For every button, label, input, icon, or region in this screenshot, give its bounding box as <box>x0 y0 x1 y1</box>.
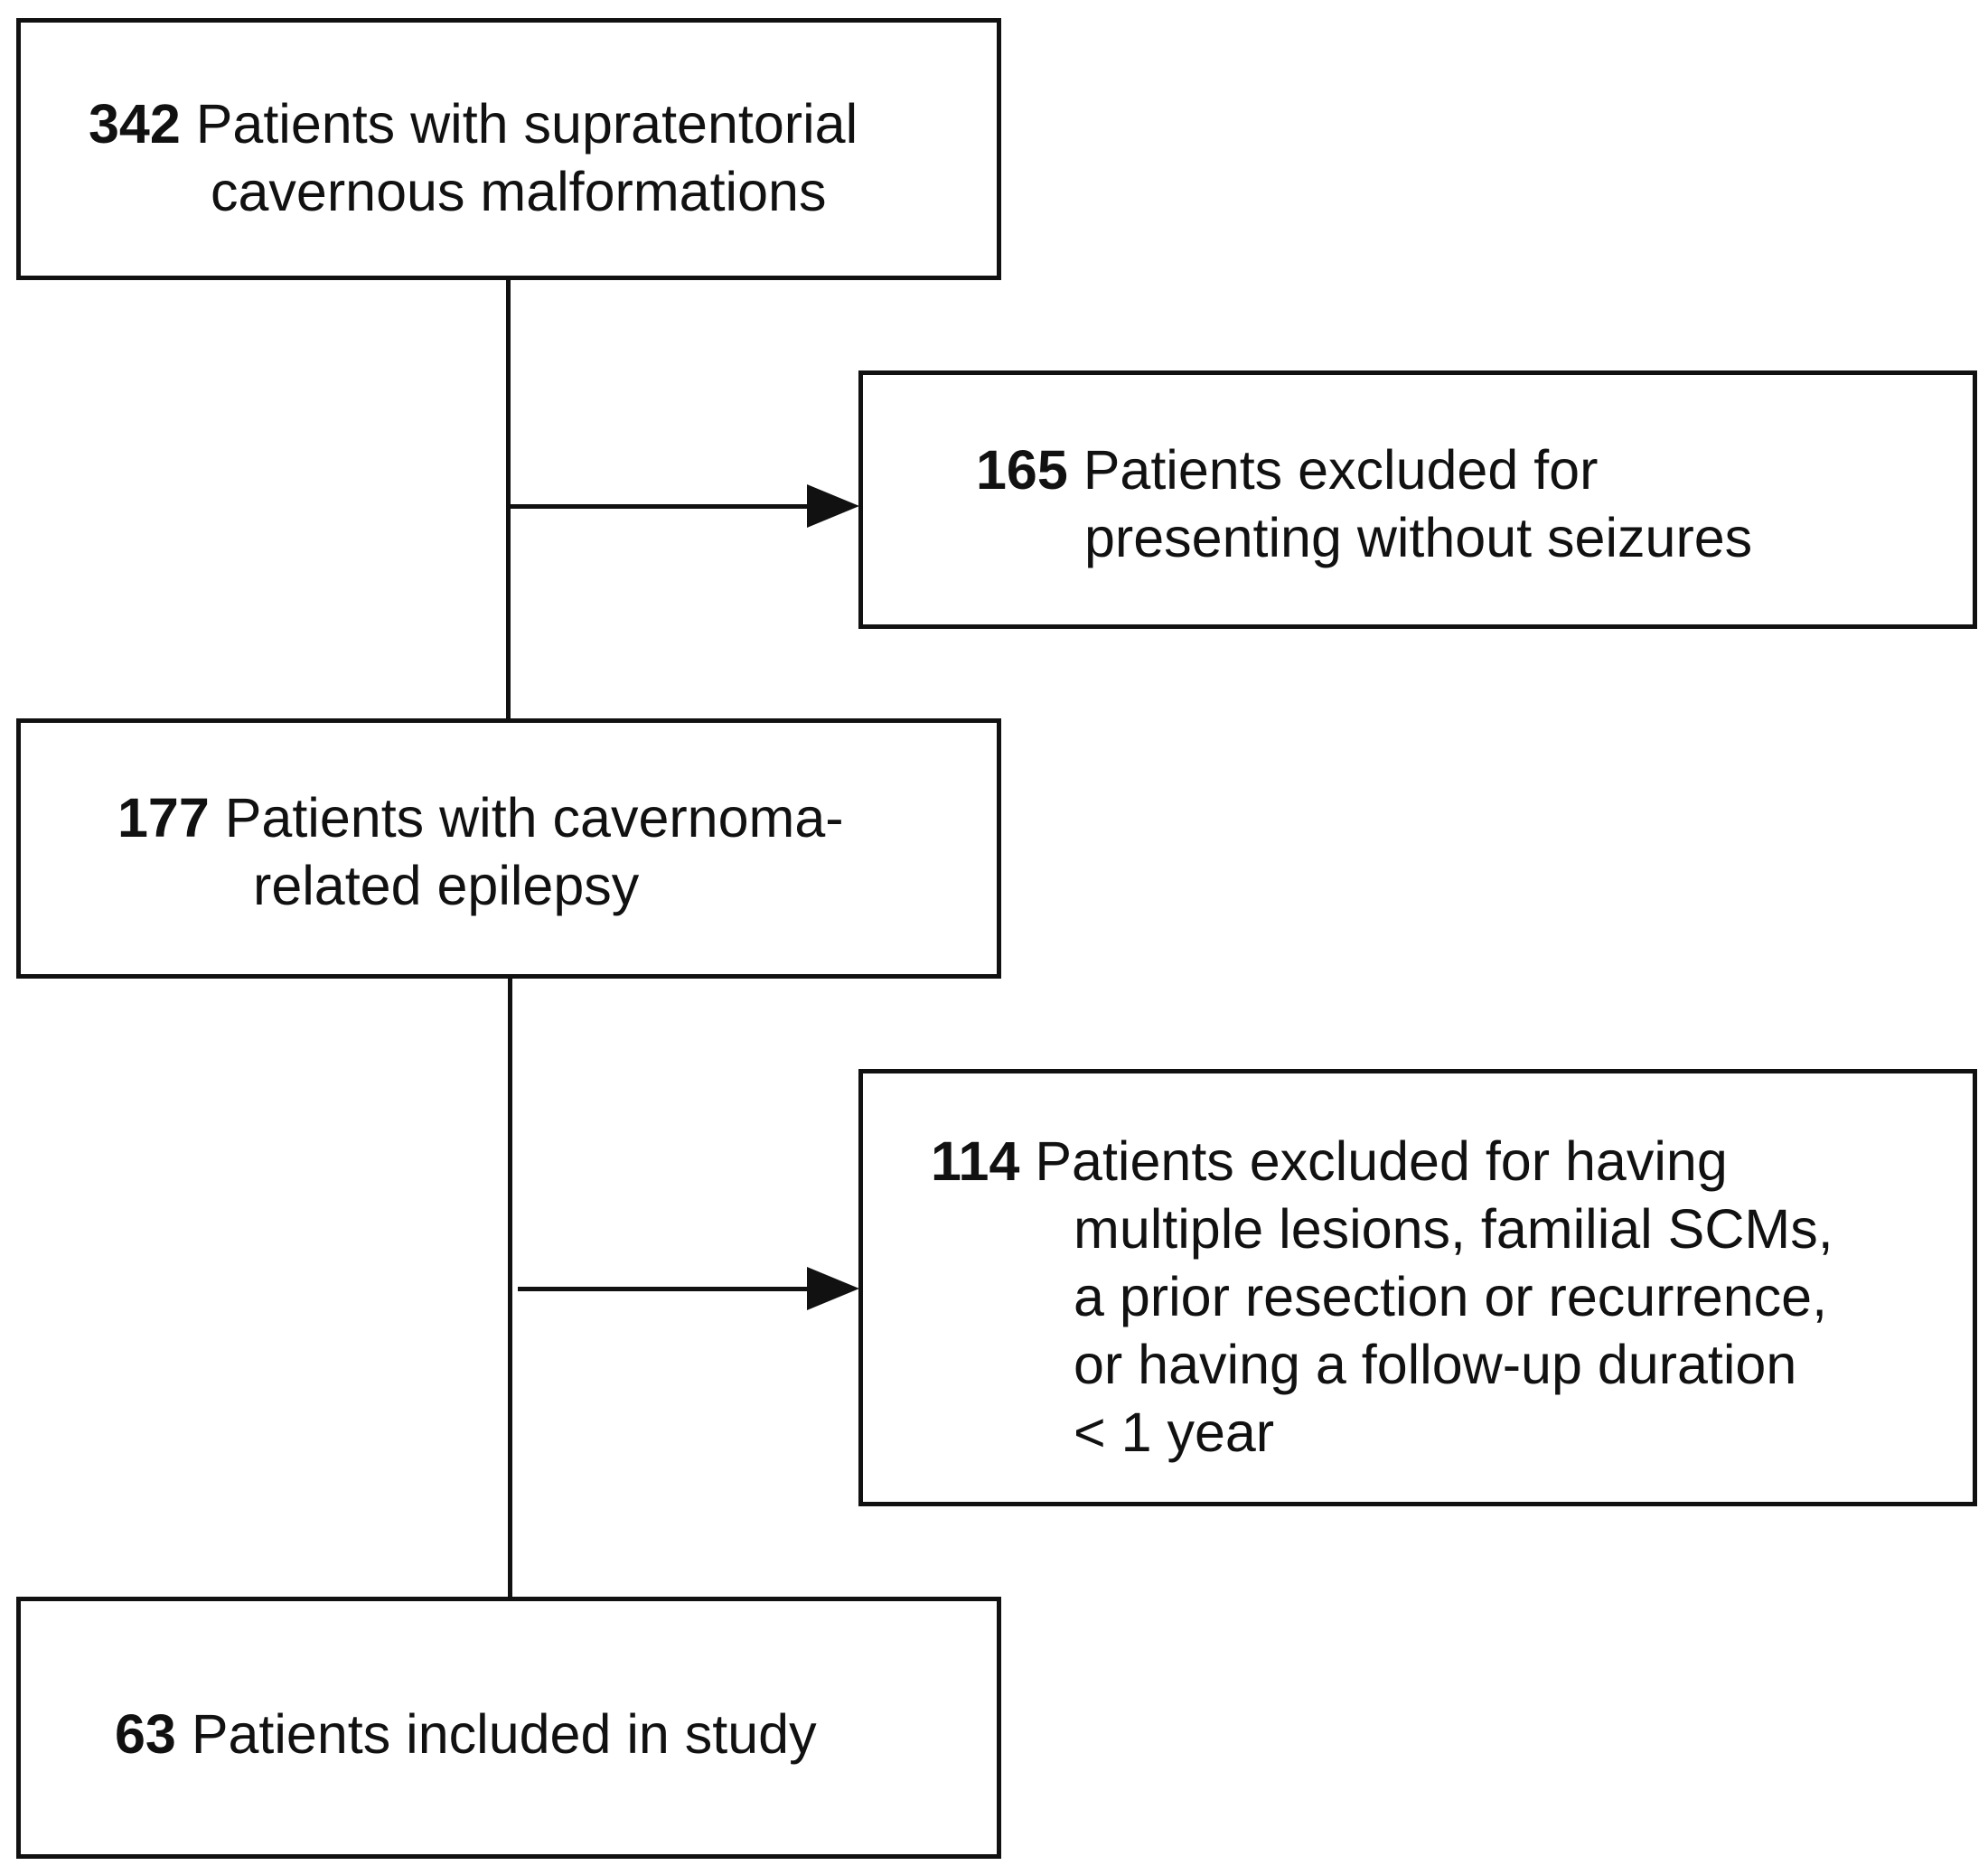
box-final-cohort: 63 Patients included in study <box>16 1597 1001 1859</box>
exclusion2-line2: multiple lesions, familial SCMs, <box>1074 1198 1833 1260</box>
initial-cohort-line2: cavernous malformations <box>211 161 827 222</box>
exclusion2-count: 114 <box>931 1130 1020 1192</box>
box-exclusion-criteria: 114 Patients excluded for having multipl… <box>858 1069 1977 1506</box>
exclusion2-line3: a prior resection or recurrence, <box>1074 1266 1828 1327</box>
connector-step2-to-step3 <box>508 977 512 1599</box>
box-final-cohort-text: 63 Patients included in study <box>115 1701 817 1768</box>
arrowhead-exclusion1 <box>807 484 859 528</box>
final-cohort-count: 63 <box>115 1703 176 1765</box>
connector-branch-exclusion2 <box>518 1287 813 1291</box>
exclusion2-line1: Patients excluded for having <box>1035 1130 1728 1192</box>
connector-step1-to-step2 <box>506 278 511 721</box>
epilepsy-cohort-line2: related epilepsy <box>253 855 640 916</box>
connector-branch-exclusion1 <box>506 504 813 509</box>
box-initial-cohort: 342 Patients with supratentorial caverno… <box>16 18 1001 280</box>
box-epilepsy-cohort-text: 177 Patients with cavernoma- related epi… <box>117 784 844 920</box>
box-exclusion-no-seizures: 165 Patients excluded for presenting wit… <box>858 370 1977 629</box>
exclusion2-line4: or having a follow-up duration <box>1074 1334 1797 1395</box>
initial-cohort-count: 342 <box>89 93 181 155</box>
epilepsy-cohort-count: 177 <box>117 787 210 848</box>
final-cohort-line1: Patients included in study <box>191 1703 817 1765</box>
initial-cohort-line1: Patients with supratentorial <box>195 93 858 155</box>
box-epilepsy-cohort: 177 Patients with cavernoma- related epi… <box>16 718 1001 979</box>
box-exclusion-no-seizures-text: 165 Patients excluded for presenting wit… <box>976 436 1752 572</box>
exclusion2-line5: < 1 year <box>1074 1402 1275 1463</box>
box-initial-cohort-text: 342 Patients with supratentorial caverno… <box>89 90 858 226</box>
exclusion1-line2: presenting without seizures <box>1084 507 1753 568</box>
epilepsy-cohort-line1: Patients with cavernoma- <box>224 787 844 848</box>
arrowhead-exclusion2 <box>807 1267 859 1310</box>
exclusion1-line1: Patients excluded for <box>1083 439 1599 501</box>
exclusion1-count: 165 <box>976 439 1068 501</box>
box-exclusion-criteria-text: 114 Patients excluded for having multipl… <box>931 1128 1833 1467</box>
